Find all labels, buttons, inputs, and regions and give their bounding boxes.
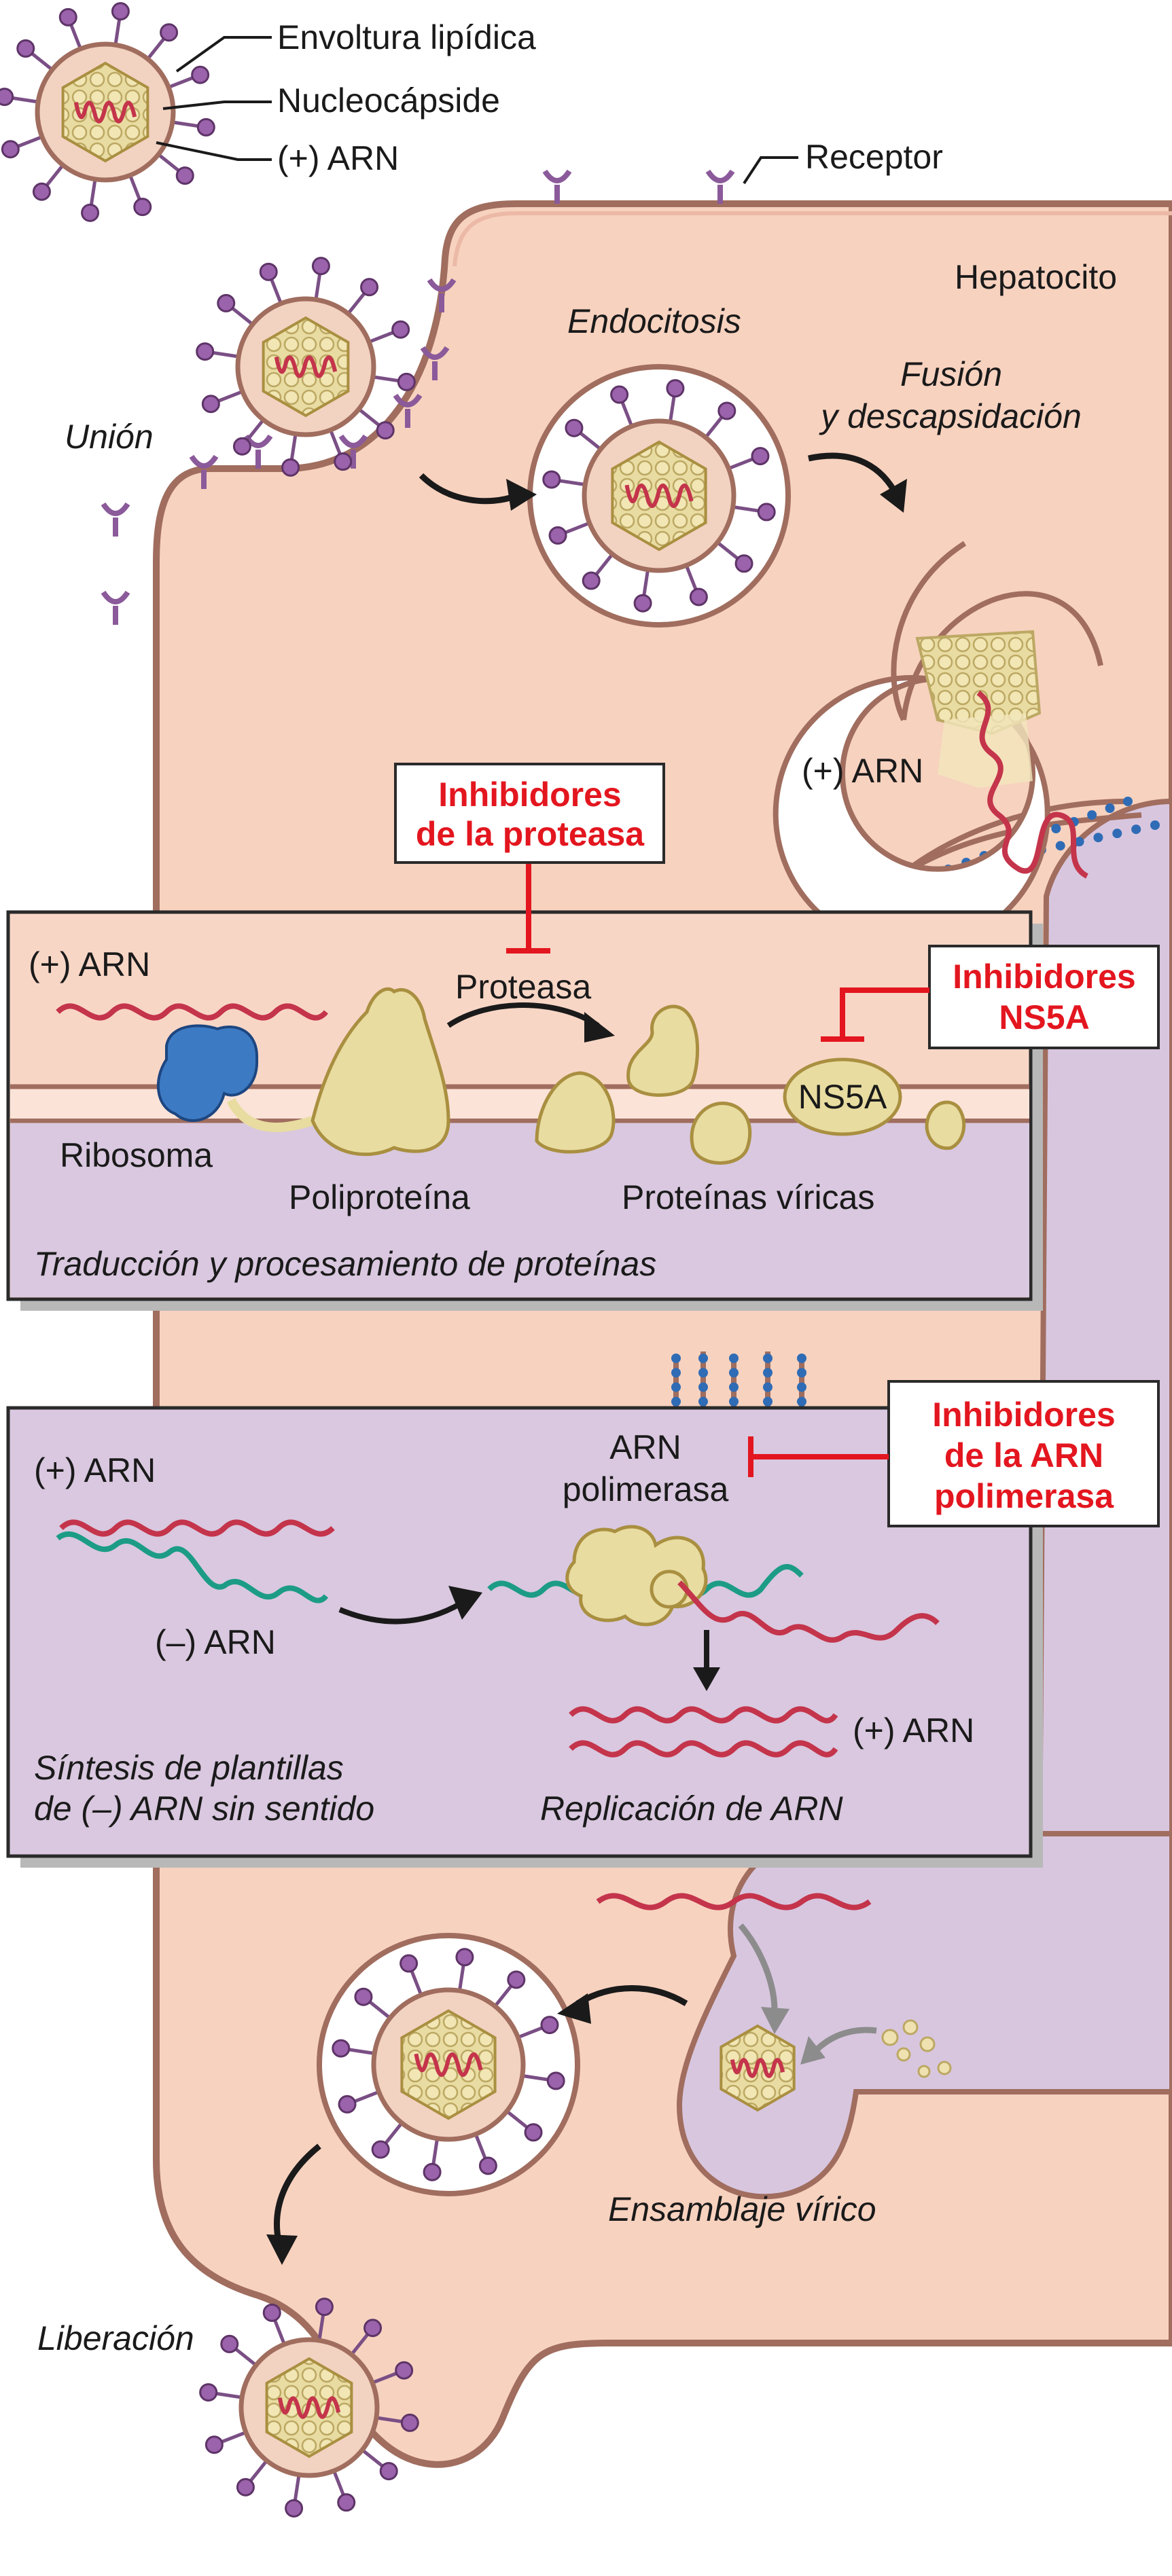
polymerase-label-1: ARN — [609, 1428, 681, 1466]
label-assembly: Ensamblaje vírico — [608, 2190, 876, 2228]
polymerase-inhibitor-line2: de la ARN — [944, 1436, 1103, 1474]
virion-exocytosis — [317, 1933, 580, 2196]
virion-endocytosis — [527, 364, 791, 628]
ns5a-inhibitor-line2: NS5A — [999, 998, 1089, 1036]
protease-inhibitor-line1: Inhibidores — [438, 776, 621, 814]
capsid-subunits — [881, 2019, 952, 2078]
gray-arrows — [738, 1923, 877, 2054]
virion-legend — [0, 2, 215, 222]
label-endocytosis: Endocitosis — [567, 302, 741, 340]
protease-label: Proteasa — [455, 968, 591, 1006]
new-plus-rna-label: (+) ARN — [853, 1711, 974, 1749]
new-plus-rna-1 — [569, 1706, 838, 1724]
translation-rna-label: (+) ARN — [29, 945, 150, 983]
replication-plus-rna-label: (+) ARN — [34, 1451, 156, 1489]
label-fusion-1: Fusión — [900, 355, 1002, 393]
uncoating-capsid — [915, 630, 1042, 788]
label-rna-genome: (+) ARN — [277, 139, 399, 177]
label-hepatocyte: Hepatocito — [955, 258, 1117, 296]
rna-polymerase — [565, 1525, 708, 1627]
virion-assembling — [720, 2024, 796, 2112]
ns5a-inhibitor-box — [928, 945, 1160, 1049]
ribosome-label: Ribosoma — [60, 1136, 213, 1174]
arrow-heads — [266, 479, 907, 2265]
ribosome — [157, 1024, 259, 1122]
viral-proteins-label: Proteínas víricas — [622, 1178, 874, 1216]
label-receptor: Receptor — [805, 138, 943, 176]
receptors — [101, 169, 735, 625]
replication-caption-left-1: Síntesis de plantillas — [34, 1749, 344, 1787]
polymerase-inhibitor-box — [887, 1380, 1160, 1527]
released-rna-strand — [976, 690, 1089, 879]
label-release: Liberación — [37, 2319, 194, 2357]
polymerase-label-2: polimerasa — [563, 1470, 729, 1508]
template-minus-rna — [56, 1531, 329, 1603]
new-plus-rna-2 — [569, 1740, 838, 1758]
label-nucleocapsid: Nucleocápside — [277, 81, 500, 120]
ns5a-inhibitor-line1: Inhibidores — [953, 958, 1135, 996]
polyprotein-blob — [310, 987, 450, 1157]
replication-new-plus-strand — [677, 1580, 940, 1643]
replication-caption-left-2: de (–) ARN sin sentido — [34, 1790, 374, 1828]
label-released-rna: (+) ARN — [802, 752, 923, 790]
polymerase-inhibitor-line3: polimerasa — [934, 1477, 1114, 1515]
virion-released — [199, 2298, 419, 2518]
ns5a-label: NS5A — [798, 1078, 887, 1116]
replication-minus-rna-label: (–) ARN — [155, 1623, 276, 1661]
callout-lines — [156, 36, 798, 185]
assembly-rna — [596, 1893, 872, 1910]
protease-inhibitor-line2: de la proteasa — [416, 815, 645, 853]
virion-binding — [196, 257, 416, 477]
label-binding: Unión — [65, 418, 154, 456]
translation-caption: Traducción y procesamiento de proteínas — [34, 1245, 656, 1283]
translation-rna — [56, 1003, 329, 1021]
polymerase-inhibitor-line1: Inhibidores — [932, 1396, 1115, 1434]
label-fusion-2: y descapsidación — [819, 397, 1082, 435]
template-plus-rna — [59, 1519, 335, 1537]
viral-proteins — [535, 1004, 966, 1165]
flow-arrows — [274, 452, 900, 2242]
replication-caption-right: Replicación de ARN — [540, 1790, 843, 1828]
polyprotein-label: Poliproteína — [289, 1178, 470, 1216]
protease-inhibitor-box — [394, 763, 665, 864]
label-envelope: Envoltura lipídica — [277, 18, 536, 56]
